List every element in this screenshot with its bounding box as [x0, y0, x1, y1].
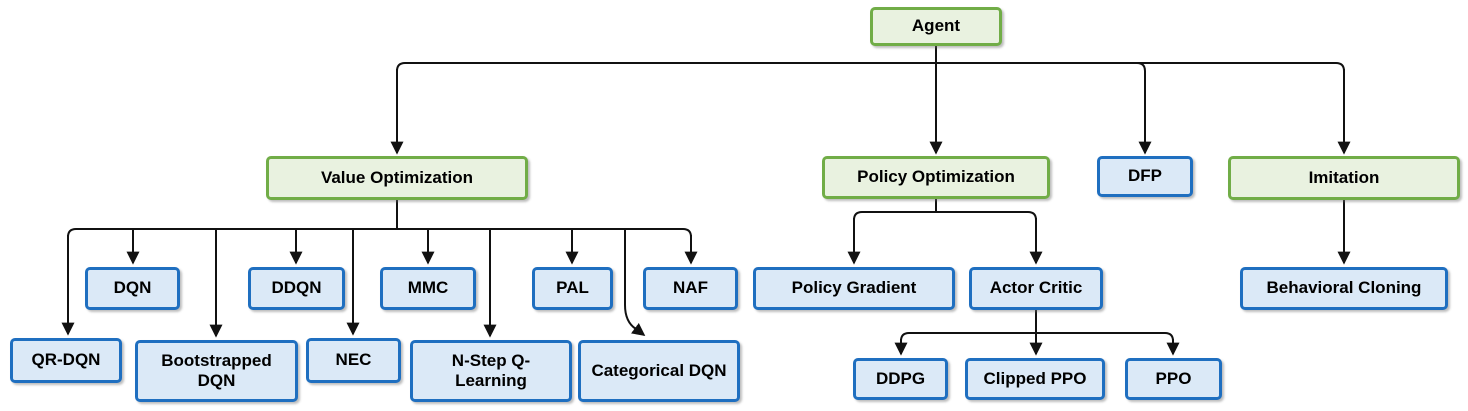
node-dfp: DFP [1097, 156, 1193, 197]
node-ddpg: DDPG [853, 358, 948, 400]
edge-value-optimization-trunk [67, 228, 692, 238]
node-clipped-ppo: Clipped PPO [965, 358, 1105, 400]
node-policy-gradient: Policy Gradient [753, 267, 955, 310]
edge-vo-categorical-dqn [624, 229, 646, 336]
node-behavioral-cloning: Behavioral Cloning [1240, 267, 1448, 310]
node-agent: Agent [870, 7, 1002, 46]
node-actor-critic: Actor Critic [969, 267, 1103, 310]
node-mmc: MMC [380, 267, 476, 310]
node-n-step-q-learning: N-Step Q-Learning [410, 340, 572, 402]
node-imitation: Imitation [1228, 156, 1460, 200]
node-qr-dqn: QR-DQN [10, 338, 122, 383]
node-value-optimization: Value Optimization [266, 156, 528, 200]
node-ppo: PPO [1125, 358, 1222, 400]
node-nec: NEC [306, 338, 401, 383]
node-naf: NAF [643, 267, 738, 310]
node-categorical-dqn: Categorical DQN [578, 340, 740, 402]
node-policy-optimization: Policy Optimization [822, 156, 1050, 199]
edge-policy-optimization-trunk [853, 211, 1037, 221]
edge-agent-dfp [1136, 62, 1152, 155]
edge-agent-trunk [396, 62, 1345, 72]
node-pal: PAL [532, 267, 613, 310]
node-dqn: DQN [85, 267, 180, 310]
node-bootstrapped-dqn: Bootstrapped DQN [135, 340, 298, 402]
node-ddqn: DDQN [248, 267, 345, 310]
